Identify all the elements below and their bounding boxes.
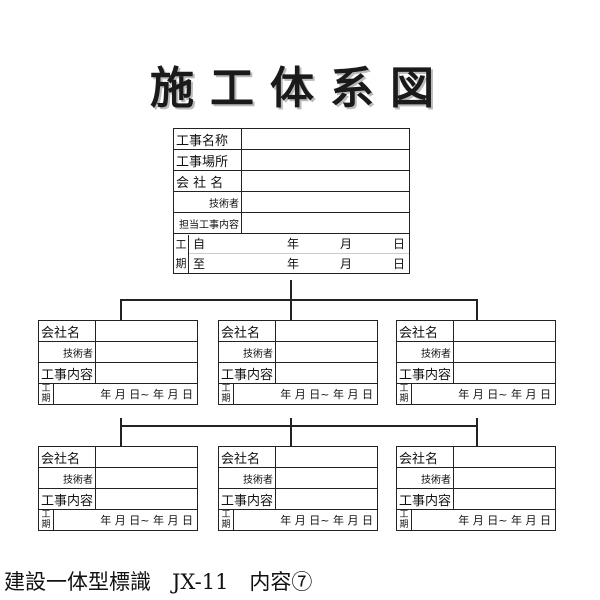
label-engineer: 技術者 (217, 467, 277, 489)
page-title: 施工体系図 (150, 63, 450, 114)
period-from: 自年月日 (189, 235, 409, 254)
period-to: 至年月日 (193, 256, 405, 271)
period-label-2: 期 (175, 257, 187, 270)
period-block: 工 期 自年月日 至年月日 (173, 233, 410, 274)
label-engineer: 技術者 (395, 467, 455, 489)
connector-mid-center (290, 418, 292, 446)
label-engineer: 技術者 (395, 341, 455, 363)
label-company: 会社名 (395, 446, 455, 468)
field-engineer (241, 191, 410, 213)
connector-mid-right (476, 418, 478, 446)
subcontractor-card: 会社名 技術者 工事内容 工期年 月 日~ 年 月 日 (217, 446, 378, 531)
connector-drop-right (476, 299, 478, 320)
field-work-name (241, 128, 410, 150)
label-work: 工事内容 (37, 362, 97, 384)
row-label-engineer: 技術者 (173, 191, 242, 213)
subcontractor-card: 会社名 技術者 工事内容 工期年 月 日~ 年 月 日 (37, 446, 198, 531)
connector-vertical-top (290, 280, 292, 300)
label-work: 工事内容 (37, 488, 97, 510)
row-label-work-site: 工事場所 (173, 149, 242, 171)
row-label-work-name: 工事名称 (173, 128, 242, 150)
date-row: 工期年 月 日~ 年 月 日 (218, 509, 378, 531)
label-engineer: 技術者 (217, 341, 277, 363)
subcontractor-card: 会社名 技術者 工事内容 工期年 月 日~ 年 月 日 (217, 320, 378, 405)
label-company: 会社名 (217, 446, 277, 468)
connector-mid-horizontal (120, 425, 478, 427)
label-engineer: 技術者 (37, 467, 97, 489)
field-company (241, 170, 410, 192)
label-engineer: 技術者 (37, 341, 97, 363)
row-label-company: 会 社 名 (173, 170, 242, 192)
label-company: 会社名 (217, 320, 277, 342)
connector-drop-center (290, 299, 292, 320)
label-work: 工事内容 (395, 488, 455, 510)
field-person (241, 212, 410, 234)
subcontractor-card: 会社名 技術者 工事内容 工期年 月 日~ 年 月 日 (37, 320, 198, 405)
date-row: 工期年 月 日~ 年 月 日 (396, 509, 556, 531)
label-work: 工事内容 (217, 362, 277, 384)
product-caption: 建設一体型標識 JX-11 内容⑦ (4, 570, 313, 594)
date-row: 工期年 月 日~ 年 月 日 (396, 383, 556, 405)
connector-drop-left (120, 299, 122, 320)
subcontractor-card: 会社名 技術者 工事内容 工期年 月 日~ 年 月 日 (395, 320, 556, 405)
label-company: 会社名 (37, 320, 97, 342)
connector-mid-left (120, 418, 122, 446)
date-row: 工期年 月 日~ 年 月 日 (218, 383, 378, 405)
field-work-site (241, 149, 410, 171)
connector-horizontal-top (120, 299, 478, 301)
row-label-person: 担当工事内容 (173, 212, 242, 234)
subcontractor-card: 会社名 技術者 工事内容 工期年 月 日~ 年 月 日 (395, 446, 556, 531)
date-row: 工期年 月 日~ 年 月 日 (38, 509, 198, 531)
label-company: 会社名 (37, 446, 97, 468)
main-contractor-card: 工事名称 工事場所 会 社 名 技術者 担当工事内容 工 期 自年月日 至年月日 (173, 128, 410, 274)
label-company: 会社名 (395, 320, 455, 342)
date-row: 工期年 月 日~ 年 月 日 (38, 383, 198, 405)
label-work: 工事内容 (395, 362, 455, 384)
period-label-1: 工 (175, 238, 187, 251)
label-work: 工事内容 (217, 488, 277, 510)
